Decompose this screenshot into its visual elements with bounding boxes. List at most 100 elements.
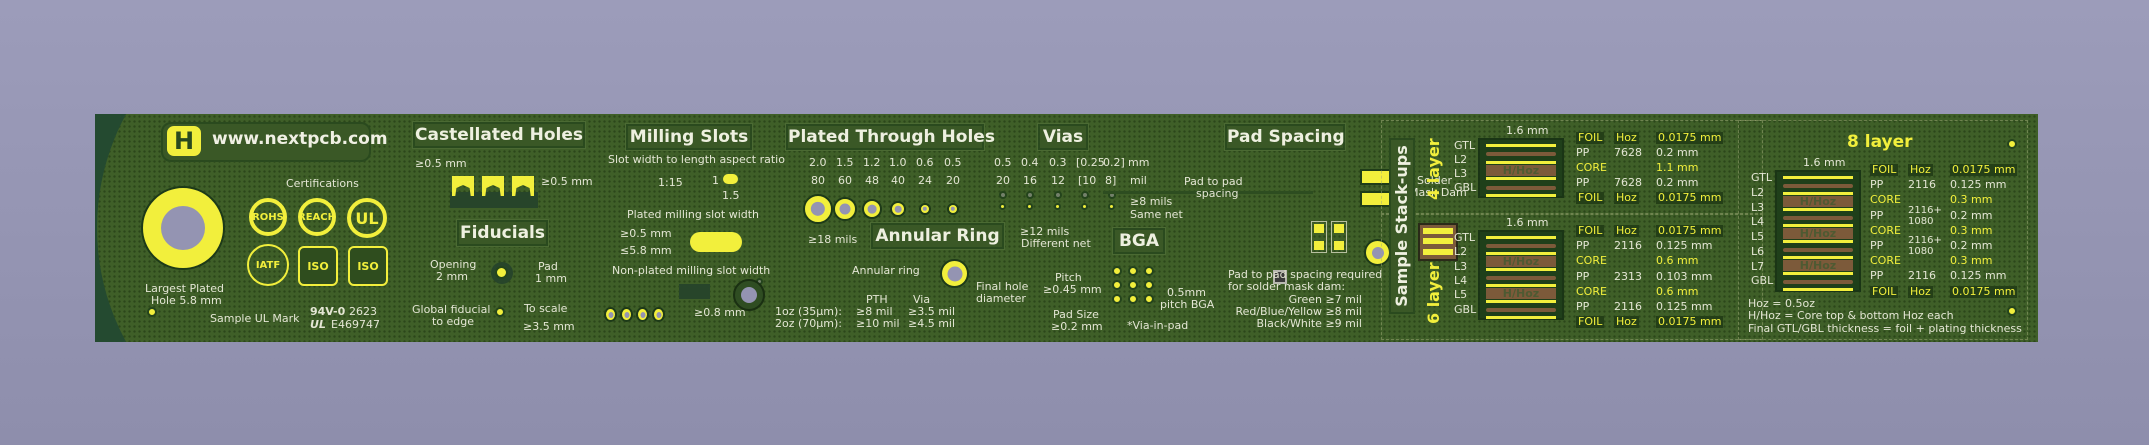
stackup-region: [1738, 120, 2028, 340]
stack-row-material: Hoz: [1908, 163, 1933, 177]
aspect-ratio-label: Slot width to length aspect ratio: [608, 153, 785, 166]
layer-label: GTL: [1454, 231, 1475, 244]
global-fiducial-1: Global fiducial: [412, 303, 491, 316]
nonplated-slot: [679, 284, 710, 299]
pad-pair: [1331, 221, 1347, 253]
via-size-mil: 16: [1023, 174, 1037, 187]
castellated-holes-title: Castellated Holes: [413, 122, 585, 148]
pth-size-mil: 60: [838, 174, 852, 187]
stack-row-type: PP: [1870, 178, 1884, 192]
vias-title: Vias: [1038, 124, 1088, 150]
copper-layer: [1486, 316, 1556, 319]
stack-row-type: FOIL: [1576, 315, 1605, 329]
bga-ball: [1144, 294, 1154, 304]
sample-ul-mark-label: Sample UL Mark: [210, 312, 300, 325]
stack-row-material: Hoz: [1614, 131, 1639, 145]
prepreg-layer: [1486, 276, 1556, 280]
stack-row-type: PP: [1870, 269, 1884, 283]
stack-row-material: 2116: [1614, 239, 1642, 253]
layer-label: L7: [1751, 259, 1765, 273]
plated-slot-label: Plated milling slot width: [627, 208, 760, 221]
layer-label: GTL: [1751, 171, 1772, 184]
bga-pad-size-value: ≥0.2 mm: [1051, 320, 1103, 333]
flammability-rating: 94V-0: [310, 305, 346, 318]
layer-label: L3: [1454, 167, 1468, 180]
via-size-mil: 8]: [1105, 174, 1117, 187]
stack-row-thickness: 0.0175 mm: [1656, 191, 1724, 205]
pth-size-mm: 1.2: [863, 156, 881, 169]
bga-ball: [1112, 294, 1122, 304]
bga-ball: [1144, 280, 1154, 290]
fiducials-title: Fiducials: [457, 220, 548, 246]
stack-row-thickness: 0.2 mm: [1950, 239, 1993, 252]
bga-pitch-value: ≥0.45 mm: [1043, 283, 1102, 296]
fiducial-dot: [2007, 139, 2017, 149]
via-same-net-label: Same net: [1130, 208, 1183, 221]
stack-row-thickness: 0.0175 mm: [1656, 315, 1724, 329]
via-ring-1oz: ≥3.5 mil: [908, 305, 956, 318]
to-scale-label: To scale: [524, 302, 568, 315]
plated-through-holes-title: Plated Through Holes: [786, 124, 995, 150]
copper-layer: [1486, 300, 1556, 303]
via-size-mm: 0.3: [1049, 156, 1067, 169]
fiducial-dot: [2007, 306, 2017, 316]
copper-layer: [1486, 236, 1556, 239]
pth-size-mm: 0.6: [916, 156, 934, 169]
stack-row-thickness: 0.2 mm: [1656, 176, 1699, 189]
stackup-note-1: Hoz = 0.5oz: [1748, 297, 1815, 310]
final-hole-2: diameter: [976, 292, 1026, 305]
prepreg-layer: [1783, 184, 1853, 188]
stack-thickness: 1.6 mm: [1803, 156, 1846, 169]
via-size-mil: [10: [1078, 174, 1097, 187]
stackup-diagram: H/Hoz: [1478, 138, 1564, 198]
plated-through-hole: [947, 203, 959, 215]
pcb-ruler-board: H www.nextpcb.com Largest Plated Hole 5.…: [95, 114, 2038, 342]
via-size-mm: 0.5: [994, 156, 1012, 169]
stack-row-type: PP: [1576, 269, 1590, 283]
copper-layer: [1783, 256, 1853, 259]
aspect-ratio-value: 1:15: [658, 176, 683, 189]
stackup-note-2: H/Hoz = Core top & bottom Hoz each: [1748, 309, 1954, 322]
rohs-badge: ROHS: [249, 198, 287, 236]
core-layer: H/Hoz: [1486, 164, 1556, 177]
stack-row-type: CORE: [1576, 284, 1607, 298]
stack-row-type: PP: [1576, 176, 1590, 189]
copper-1oz: 1oz (35µm):: [775, 305, 842, 318]
stack-row-type: CORE: [1870, 254, 1901, 268]
castellated-spacing: ≥0.5 mm: [415, 157, 467, 170]
via: [1026, 191, 1034, 199]
iso-9001-badge: ISO: [348, 246, 388, 286]
stack-row-type: FOIL: [1870, 284, 1899, 298]
pth-size-mil: 80: [811, 174, 825, 187]
prepreg-layer: [1783, 216, 1853, 220]
via: [1081, 191, 1089, 199]
plated-through-hole: [803, 194, 833, 224]
fiducial-opening-1: Opening: [430, 258, 477, 271]
spacing-required-2: for solder mask dam:: [1228, 280, 1346, 293]
nextpcb-logo-icon: H: [167, 126, 201, 156]
oval-pad: [636, 307, 649, 322]
fiducial-opening-2: 2 mm: [436, 270, 468, 283]
stack-row-material: 2313: [1614, 269, 1642, 283]
stack-row-type: CORE: [1576, 254, 1607, 268]
copper-layer: [1783, 240, 1853, 243]
stack-row-type: PP: [1576, 300, 1590, 313]
pad-to-pad-label-2: spacing: [1196, 187, 1239, 200]
via-size-mm: mm: [1128, 156, 1150, 169]
oval-pad: [652, 307, 665, 322]
copper-layer: [1783, 192, 1853, 195]
castellated-size: ≥0.5 mm: [541, 175, 593, 188]
via-header: Via: [913, 293, 931, 306]
annular-ring-label: Annular ring: [852, 264, 920, 277]
stack-row-thickness: 1.1 mm: [1656, 161, 1699, 174]
stack-row-material: Hoz: [1908, 284, 1933, 298]
via: [1026, 203, 1033, 210]
bga-chip: [1273, 270, 1287, 284]
copper-layer: [1486, 177, 1556, 181]
fiducial-dot: [147, 307, 157, 317]
logo-letter: H: [173, 127, 195, 155]
bw-mask-spacing: Black/White ≥9 mil: [1256, 317, 1363, 330]
pad-spacing-title: Pad Spacing: [1225, 124, 1345, 150]
pth-size-mm: 1.5: [836, 156, 854, 169]
layer-label: L5: [1751, 230, 1765, 243]
